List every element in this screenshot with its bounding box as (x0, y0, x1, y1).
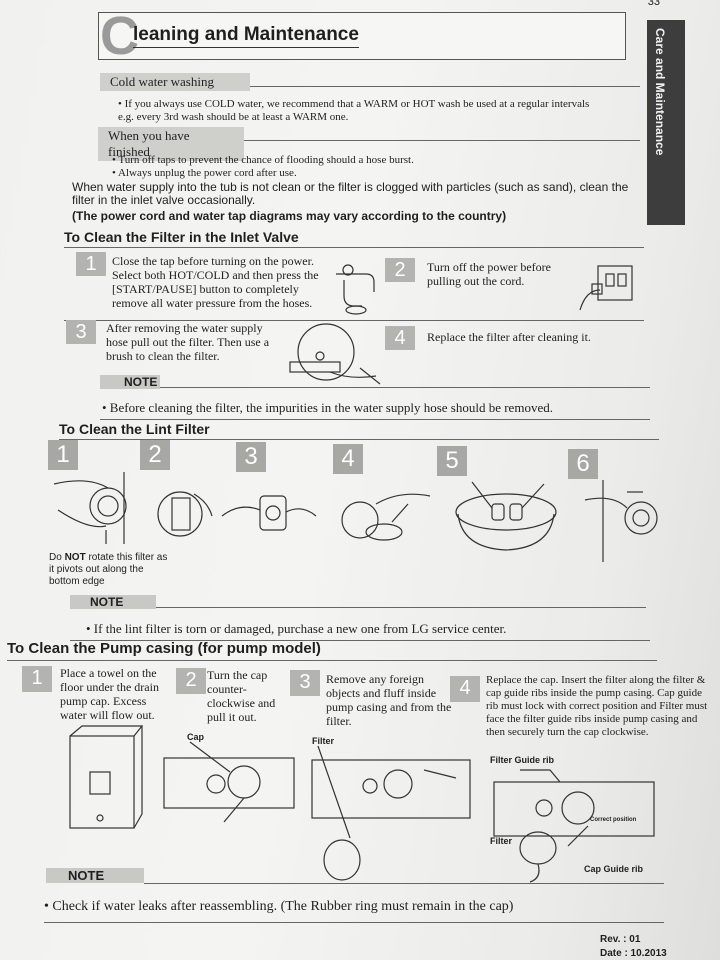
filter-label-2: Filter (490, 836, 513, 846)
correct-position-label: Correct position (590, 817, 637, 823)
inlet-heading: To Clean the Filter in the Inlet Valve (64, 229, 299, 245)
inlet-step-3-number: 3 (66, 320, 96, 344)
water-tap-icon (336, 264, 375, 315)
inlet-step-1-number: 1 (76, 252, 106, 276)
pump-step-4-number: 4 (450, 676, 480, 702)
pump-note: • Check if water leaks after reassemblin… (44, 899, 514, 914)
lint-step-2-number: 2 (140, 440, 170, 470)
inlet-filter-brush-icon (289, 323, 381, 385)
cap-guide-rib-label: Cap Guide rib (584, 864, 644, 874)
pump-note-label: NOTE (46, 868, 144, 883)
page-number: 33 (647, 0, 660, 8)
lint-step-6-number: 6 (568, 449, 598, 479)
lint-filter-replace-icon (584, 480, 658, 562)
lint-step-5-number: 5 (437, 446, 467, 476)
revision-date: Date : 10.2013 (600, 948, 667, 959)
inlet-step-2-text: Turn off the power before pulling out th… (427, 260, 551, 288)
lint-heading: To Clean the Lint Filter (59, 421, 210, 437)
power-plug-icon (579, 265, 633, 311)
lint-filter-clean-icon (341, 493, 431, 541)
lint-step-3-number: 3 (236, 442, 266, 472)
finished-heading: When you have finished (98, 127, 244, 161)
pump-step-3-text: Remove any foreign objects and fluff ins… (326, 672, 452, 728)
divider (64, 320, 644, 321)
lint-step-4-number: 4 (333, 444, 363, 474)
inlet-step-1-text: Close the tap before turning on the powe… (112, 254, 319, 310)
lint-note-label: NOTE (70, 595, 156, 609)
side-tab-label: Care and Maintenance (653, 28, 667, 156)
pump-step-1-text: Place a towel on the floor under the dra… (60, 666, 159, 722)
title-box (98, 12, 626, 60)
divider (59, 439, 659, 440)
divider (70, 640, 650, 641)
page-title: leaning and Maintenance (133, 24, 359, 48)
divider (7, 660, 657, 661)
divider (244, 140, 640, 141)
pump-step-3-number: 3 (290, 670, 320, 696)
intro-bold: (The power cord and water tap diagrams m… (72, 209, 507, 223)
lint-filter-basin-icon (455, 481, 557, 551)
lint-filter-release-icon (157, 491, 213, 537)
pump-step-1-number: 1 (22, 666, 52, 692)
cold-water-heading: Cold water washing (100, 73, 250, 91)
finished-bullet-1: • Turn off taps to prevent the chance of… (112, 154, 414, 166)
cold-water-bullet: • If you always use COLD water, we recom… (118, 98, 590, 123)
pump-filter-removal-icon (311, 745, 471, 881)
side-tab: Care and Maintenance (647, 20, 685, 225)
pump-step-4-text: Replace the cap. Insert the filter along… (486, 674, 708, 738)
pump-heading: To Clean the Pump casing (for pump model… (7, 640, 321, 657)
inlet-step-3-text: After removing the water supply hose pul… (106, 321, 270, 363)
lint-note: • If the lint filter is torn or damaged,… (86, 621, 507, 636)
pump-step-2-number: 2 (176, 668, 206, 694)
lint-filter-open-icon (221, 495, 317, 531)
inlet-step-2-number: 2 (385, 258, 415, 282)
divider (64, 247, 644, 248)
inlet-step-4-number: 4 (385, 326, 415, 350)
pump-cap-icon (163, 741, 295, 823)
lint-step-1-number: 1 (48, 440, 78, 470)
pump-step-2-text: Turn the cap counter-clockwise and pull … (207, 668, 276, 724)
divider (156, 607, 646, 608)
title-initial: C (100, 6, 139, 66)
washer-towel-icon (69, 725, 144, 829)
divider (160, 387, 650, 388)
inlet-note-label: NOTE (100, 375, 160, 389)
divider (250, 86, 640, 87)
lint-filter-pivot-icon (53, 472, 127, 544)
lint-caution: Do NOT rotate this filter as it pivots o… (49, 552, 168, 587)
intro-text: When water supply into the tub is not cl… (72, 180, 629, 207)
filter-guide-rib-label: Filter Guide rib (490, 755, 555, 765)
cap-label: Cap (187, 732, 205, 742)
pump-reassembly-icon (493, 769, 655, 883)
finished-bullet-2: • Always unplug the power cord after use… (112, 167, 297, 179)
divider (100, 419, 650, 420)
revision: Rev. : 01 (600, 934, 641, 945)
divider (144, 883, 664, 884)
inlet-step-4-text: Replace the filter after cleaning it. (427, 330, 591, 344)
inlet-note: • Before cleaning the filter, the impuri… (102, 400, 553, 415)
divider (44, 922, 664, 923)
filter-label: Filter (312, 736, 335, 746)
